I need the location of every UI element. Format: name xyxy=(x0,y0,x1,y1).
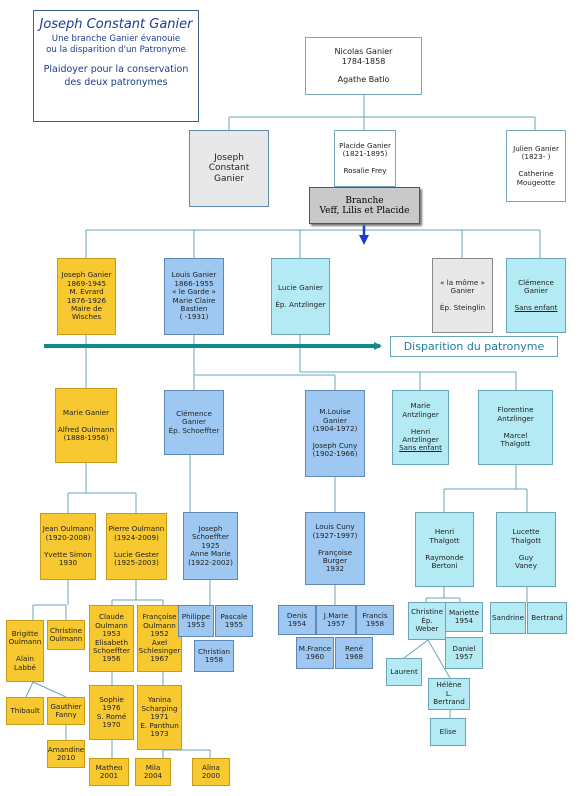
node-joseph-constant: Joseph Constant Ganier xyxy=(189,130,269,207)
node-pascale: Pascale 1955 xyxy=(215,605,253,637)
node-lucette-thalgott: Lucette Thalgott Guy Vaney xyxy=(496,512,556,587)
node-placide: Placide Ganier (1821-1895) Rosalie Frey xyxy=(334,130,396,187)
node-louis-ganier: Louis Ganier 1866-1955 « le Garde » Mari… xyxy=(164,258,224,335)
plead-2: des deux patronymes xyxy=(64,76,168,88)
node-mila: Mila 2004 xyxy=(135,758,171,786)
node-nicolas: Nicolas Ganier 1784-1858 Agathe Batlo xyxy=(305,37,422,95)
node-bertrand: Bertrand xyxy=(527,602,567,634)
node-christine-oulmann: Christine Oulmann xyxy=(47,620,85,650)
node-la-mome: « la môme » Ganier Ép. Steinglin xyxy=(432,258,493,333)
subtitle-2: ou la disparition d'un Patronyme xyxy=(46,45,186,56)
node-louis-cuny: Louis Cuny (1927-1997) Françoise Burger … xyxy=(305,512,365,585)
node-mariette: Mariette 1954 xyxy=(445,602,483,632)
node-lucie-ganier: Lucie Ganier Ép. Antzlinger xyxy=(271,258,330,335)
clemence-top-name: Clémence Ganier xyxy=(518,277,554,296)
node-florentine: Florentine Antzlinger Marcel Thalgott xyxy=(478,390,553,465)
node-matheo: Matheo 2001 xyxy=(89,758,129,786)
node-yanina: Yanina Scharping 1971 E. Panthun 1973 xyxy=(137,685,182,750)
branche-banner: Branche Veff, Lilis et Placide xyxy=(309,187,420,224)
marie-antzlinger-names: Marie Antzlinger Henri Antzlinger xyxy=(402,401,439,444)
node-christine-weber: Christine Ép. Weber xyxy=(408,602,446,640)
clemence-top-note: Sans enfant xyxy=(514,302,558,312)
node-joseph-ganier: Joseph Ganier 1869-1945 M. Evrard 1876-1… xyxy=(57,258,116,335)
node-francis: Francis 1958 xyxy=(356,605,394,635)
node-clemence-ganier: Clémence Ganier Ép. Schoeffter xyxy=(164,390,224,455)
node-joseph-schoeffter: Joseph Schoeffter 1925 Anne Marie (1922-… xyxy=(183,512,238,580)
branche-line-2: Veff, Lilis et Placide xyxy=(319,205,410,216)
node-francoise-oulmann: Françoise Oulmann 1952 Axel Schlesinger … xyxy=(137,605,182,672)
node-thibault: Thibault xyxy=(6,697,44,725)
node-helene: Hélène L. Bertrand xyxy=(428,678,470,710)
node-jean-oulmann: Jean Oulmann (1920-2008) Yvette Simon 19… xyxy=(40,513,96,580)
node-sandrine: Sandrine xyxy=(490,602,526,634)
node-daniel: Daniel 1957 xyxy=(445,637,483,669)
node-claude: Claude Oulmann 1953 Elisabeth Schoeffter… xyxy=(89,605,134,672)
marie-antzlinger-note: Sans enfant xyxy=(399,443,442,453)
node-denis: Denis 1954 xyxy=(278,605,316,635)
node-marie-ganier: Marie Ganier Alfred Oulmann (1888-1956) xyxy=(55,388,117,463)
node-alina: Alina 2000 xyxy=(192,758,230,786)
node-brigitte: Brigitte Oulmann Alain Labbé xyxy=(6,620,44,682)
node-julien: Julien Ganier (1823- ) Catherine Mougeot… xyxy=(506,130,566,202)
title-box: Joseph Constant Ganier Une branche Ganie… xyxy=(33,10,199,122)
node-christian: Christian 1958 xyxy=(194,640,234,672)
node-henri-thalgott: Henri Thalgott Raymonde Bertoni xyxy=(415,512,474,587)
node-pierre-oulmann: Pierre Oulmann (1924-2009) Lucie Gester … xyxy=(106,513,167,580)
node-elise: Elise xyxy=(430,718,466,746)
plead-1: Plaidoyer pour la conservation xyxy=(43,64,189,76)
node-amandine: Amandine 2010 xyxy=(47,740,85,768)
node-jmarie: J.Marie 1957 xyxy=(316,605,356,635)
node-sophie: Sophie 1976 S. Romé 1970 xyxy=(89,685,134,740)
node-laurent: Laurent xyxy=(386,658,422,686)
node-mfrance: M.France 1960 xyxy=(296,637,334,669)
node-gauthier: Gauthier Fanny xyxy=(47,697,85,725)
subtitle-1: Une branche Ganier évanouie xyxy=(51,34,181,44)
branche-line-1: Branche xyxy=(345,195,384,206)
disparition-label: Disparition du patronyme xyxy=(390,336,558,357)
node-marie-antzlinger: Marie Antzlinger Henri Antzlinger Sans e… xyxy=(392,390,449,465)
node-rene: René 1968 xyxy=(335,637,373,669)
node-mlouise: M.Louise Ganier (1904-1972) Joseph Cuny … xyxy=(305,390,365,477)
main-title: Joseph Constant Ganier xyxy=(39,17,193,32)
node-clemence-top: Clémence Ganier Sans enfant xyxy=(506,258,566,333)
node-philippe: Philippe 1953 xyxy=(178,605,214,637)
